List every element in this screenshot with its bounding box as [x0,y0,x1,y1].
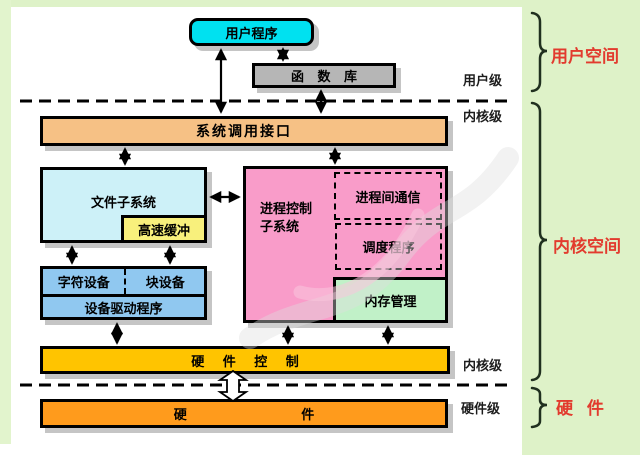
process-control-line2: 子系统 [260,220,300,235]
block-device-label: 块设备 [145,276,185,291]
device-driver-label: 设备驱动程序 [84,301,163,317]
ipc-box: 进程间通信 [334,172,442,220]
space-legend-panel [522,0,640,455]
frame-top-strip [0,0,640,7]
function-library-label: 函 数 库 [290,70,358,85]
file-subsystem-label: 文件子系统 [90,196,156,211]
hardware-space-label: 硬 件 [556,399,604,419]
device-layer-box: 字符设备 块设备 设备驱动程序 [40,266,207,320]
character-device-label: 字符设备 [57,276,110,291]
hollow-arrow-hwcontrol-hardware [217,369,249,403]
block-device-cell: 块设备 [126,269,204,294]
buffer-cache-box: 高速缓冲 [121,215,207,243]
process-control-line1: 进程控制 [260,202,313,217]
character-device-cell: 字符设备 [43,269,127,294]
hardware-label: 硬 件 [173,408,315,423]
function-library-box: 函 数 库 [252,63,396,88]
user-space-label: 用户空间 [551,47,619,67]
user-program-label: 用户程序 [225,26,278,42]
hardware-level-label: 硬件级 [461,402,501,417]
system-call-interface-box: 系统调用接口 [40,116,448,146]
hardware-control-box: 硬 件 控 制 [40,346,450,374]
memory-management-box: 内存管理 [333,277,448,323]
user-level-label: 用户级 [463,74,503,89]
kernel-space-label: 内核空间 [553,237,621,257]
hardware-control-label: 硬 件 控 制 [191,354,299,370]
system-call-interface-label: 系统调用接口 [196,124,292,140]
kernel-level-bottom-label: 内核级 [463,359,503,374]
device-top-row: 字符设备 块设备 [43,269,204,297]
memory-management-label: 内存管理 [364,294,417,310]
buffer-cache-label: 高速缓冲 [137,223,190,239]
user-program-box: 用户程序 [189,18,314,46]
ipc-label: 进程间通信 [355,190,421,206]
frame-left-strip [0,0,11,444]
scheduler-label: 调度程序 [362,241,415,256]
process-control-subsystem-label: 进程控制 子系统 [260,201,332,237]
scheduler-box: 调度程序 [335,223,442,270]
kernel-level-top-label: 内核级 [463,110,503,125]
device-driver-cell: 设备驱动程序 [43,297,204,317]
hardware-box: 硬 件 [40,399,448,428]
